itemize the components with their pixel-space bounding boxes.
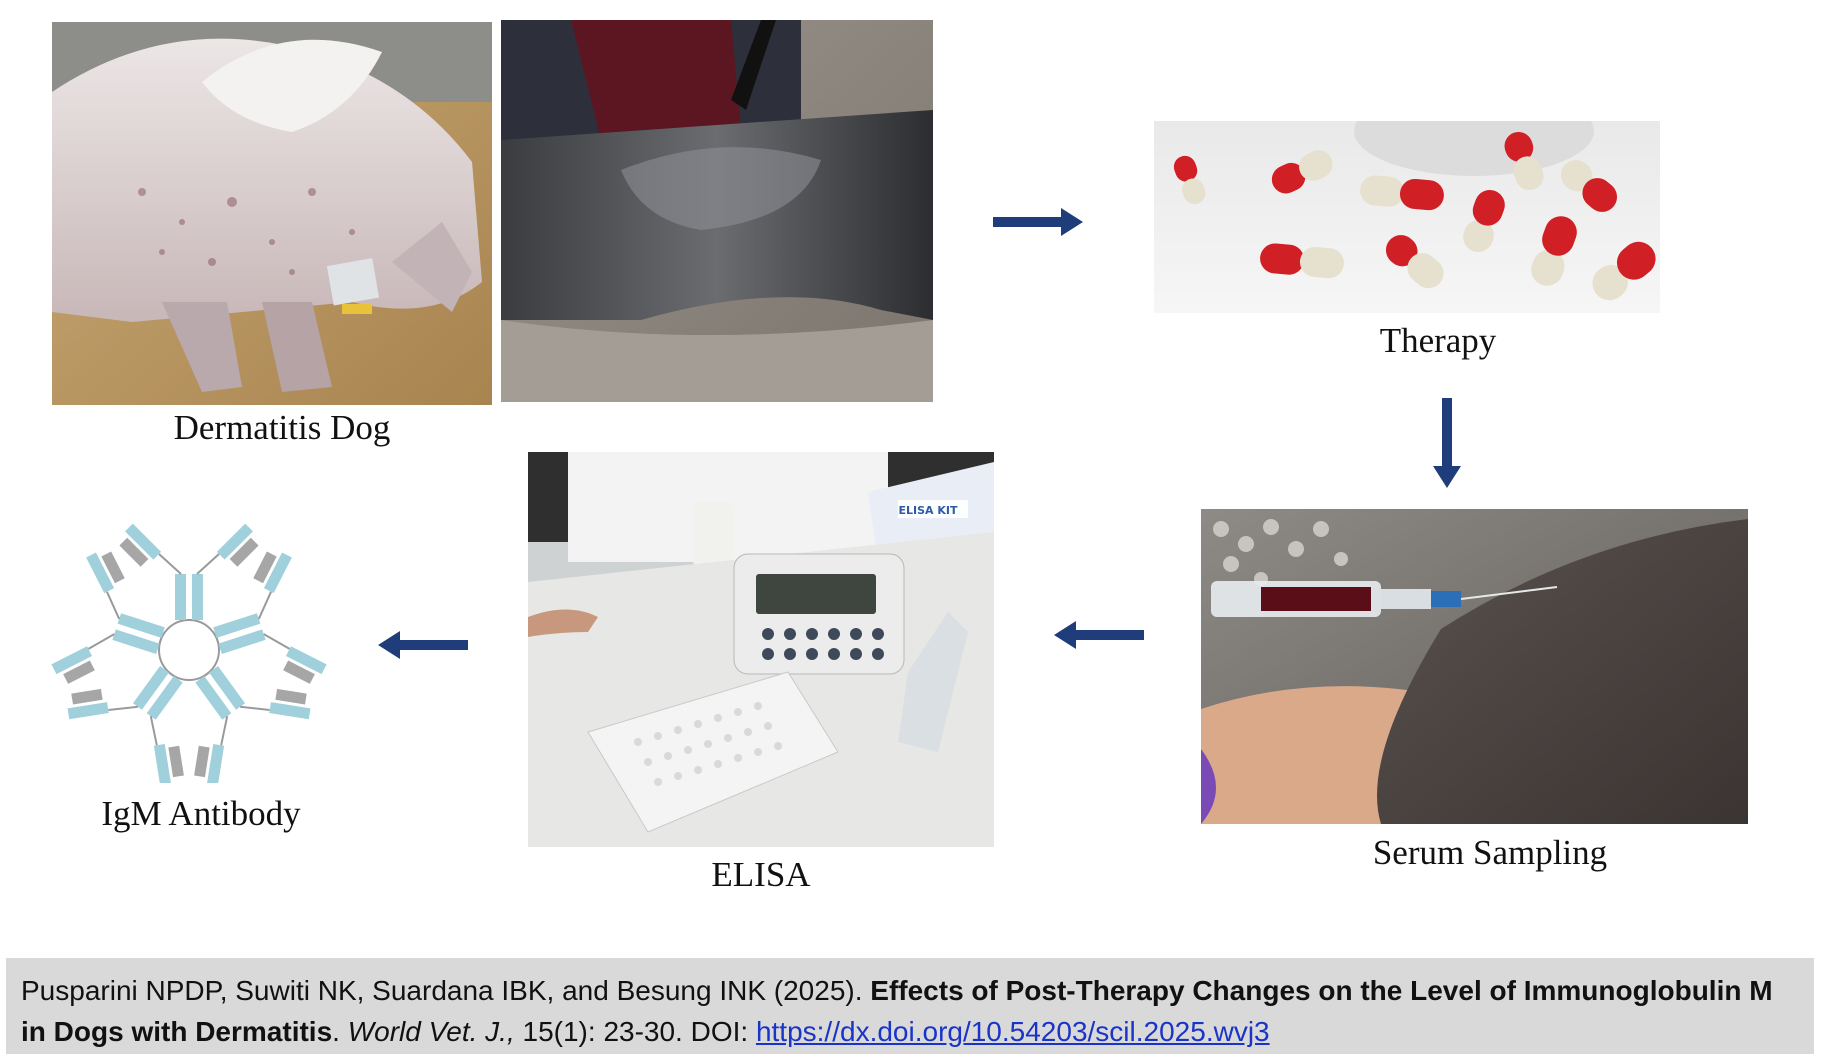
igm-antibody-label: IgM Antibody	[101, 794, 301, 833]
serum-sampling-photo	[1201, 509, 1748, 824]
dermatitis-dog-photo-2	[501, 20, 933, 402]
dermatitis-dog-photo-1	[52, 22, 492, 405]
arrow-right-shape	[993, 208, 1083, 236]
elisa-label: ELISA	[711, 855, 811, 894]
citation-volume: 15(1): 23-30. DOI:	[514, 1016, 756, 1047]
arrow-left-1-shape	[1054, 621, 1144, 649]
serum-sampling-label: Serum Sampling	[1372, 833, 1608, 872]
elisa-kit-text: ELISA KIT	[898, 504, 957, 517]
elisa-photo: ELISA KIT	[528, 452, 994, 847]
citation-authors: Pusparini NPDP, Suwiti NK, Suardana IBK,…	[21, 975, 871, 1006]
arrow-left-2	[376, 629, 468, 661]
arrow-left-2-shape	[378, 631, 468, 659]
citation-title: Effects of Post-Therapy Changes on the L…	[21, 975, 1773, 1047]
citation-box: Pusparini NPDP, Suwiti NK, Suardana IBK,…	[6, 958, 1814, 1054]
dermatitis-dog-label: Dermatitis Dog	[173, 408, 391, 447]
therapy-label: Therapy	[1379, 321, 1497, 360]
doi-link[interactable]: https://dx.doi.org/10.54203/scil.2025.wv…	[755, 1016, 1270, 1047]
citation-period: .	[332, 1016, 348, 1047]
igm-antibody-diagram	[44, 518, 334, 783]
arrow-down	[1431, 398, 1463, 490]
arrow-down-shape	[1433, 398, 1461, 488]
arrow-left-1	[1052, 619, 1144, 651]
therapy-photo	[1154, 121, 1660, 313]
arrow-right	[993, 206, 1085, 238]
citation-journal: World Vet. J.,	[347, 1016, 515, 1047]
